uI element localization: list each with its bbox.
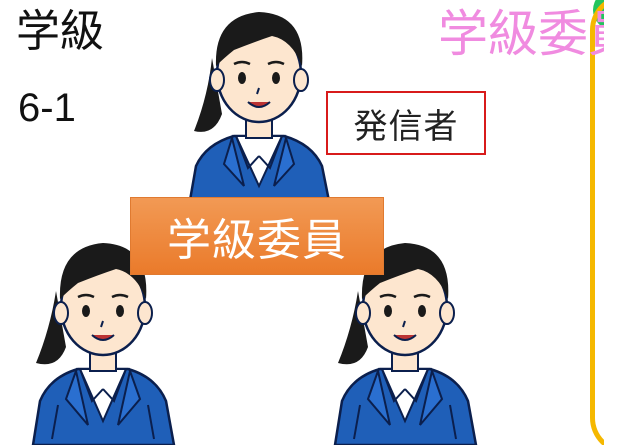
member-person-right-icon: [330, 225, 480, 445]
sender-label-box: 発信者: [326, 91, 486, 155]
class-committee-badge: 学級委員: [130, 197, 384, 275]
right-edge-mask: [604, 0, 618, 445]
pink-title: 学級委員: [438, 5, 618, 63]
member-person-left-icon: [28, 225, 178, 445]
yellow-frame-edge: [590, 0, 618, 445]
sender-person-icon: [184, 0, 334, 206]
class-number: 6-1: [18, 86, 76, 130]
class-label: 学級: [16, 6, 104, 57]
